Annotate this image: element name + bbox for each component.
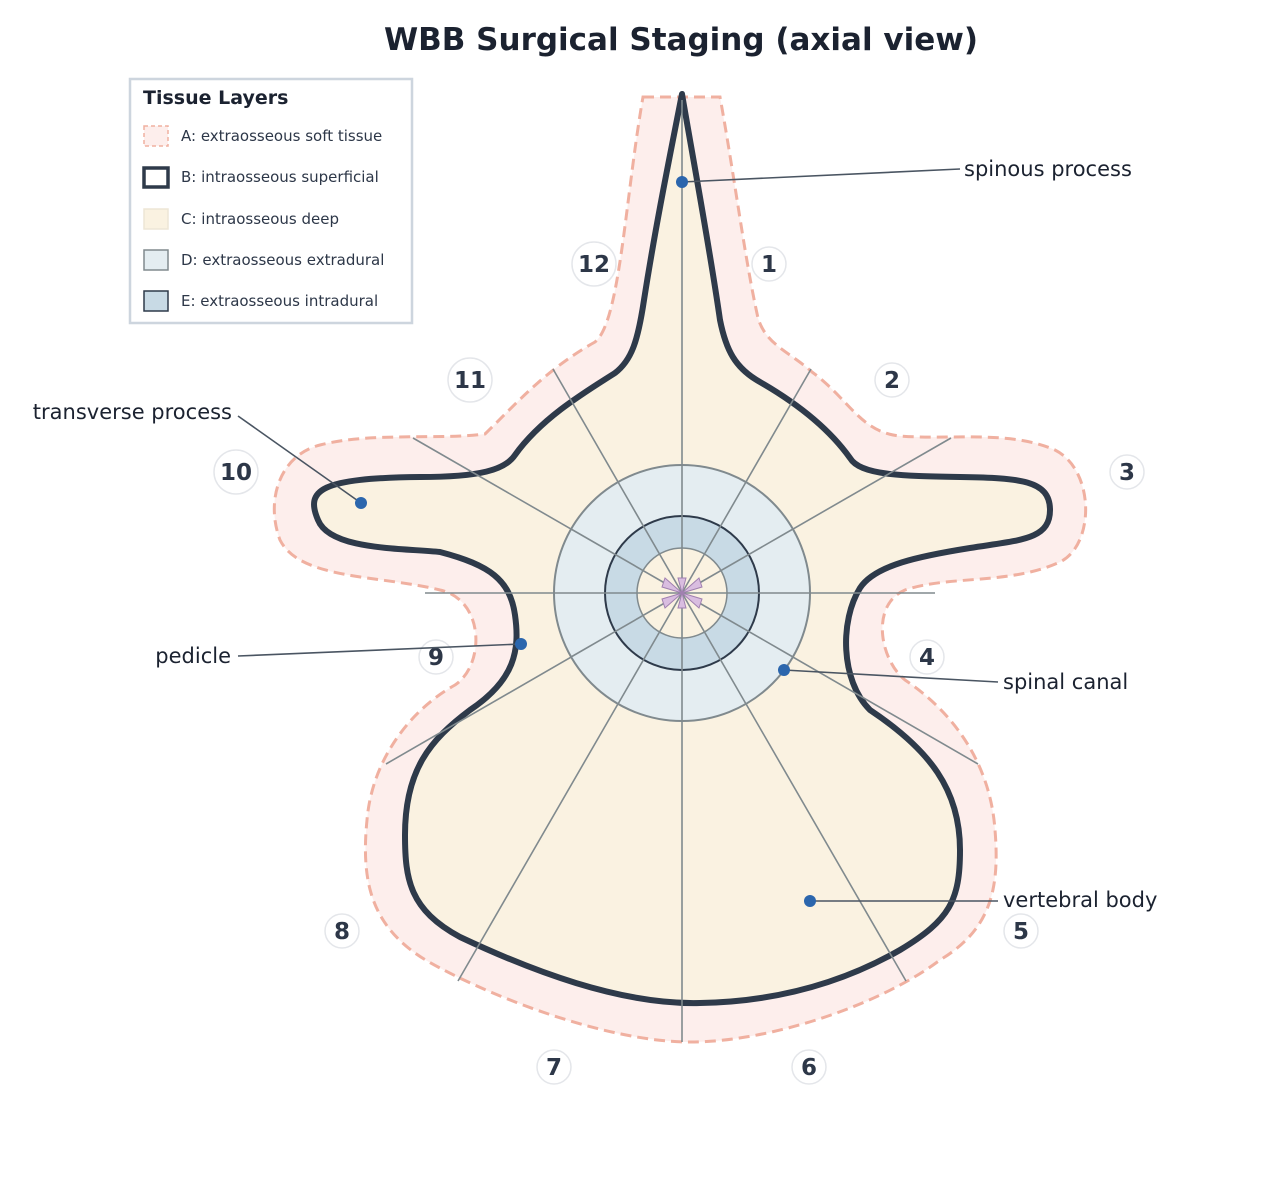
- svg-text:E: extraosseous intradural: E: extraosseous intradural: [181, 292, 378, 310]
- svg-text:8: 8: [334, 919, 350, 945]
- sector-label-10: 10: [213, 449, 259, 495]
- svg-text:9: 9: [428, 645, 444, 671]
- legend-swatch-a: [143, 125, 169, 147]
- legend-item-b: B: intraosseous superficial: [142, 166, 379, 189]
- svg-text:6: 6: [801, 1055, 817, 1081]
- svg-text:1: 1: [761, 252, 777, 278]
- center-star-icon: [661, 577, 703, 609]
- svg-text:7: 7: [546, 1055, 562, 1081]
- svg-text:2: 2: [884, 368, 900, 394]
- sector-label-7: 7: [536, 1049, 572, 1085]
- sector-label-12: 12: [571, 241, 617, 287]
- sector-label-11: 11: [447, 357, 493, 403]
- svg-text:vertebral body: vertebral body: [1003, 888, 1157, 912]
- inner-line-11: [617, 481, 683, 594]
- sector-label-3: 3: [1109, 454, 1145, 490]
- legend-item-e: E: extraosseous intradural: [143, 290, 378, 312]
- legend-box: [128, 77, 414, 325]
- legend-swatch-b: [142, 166, 170, 189]
- marker-dot-icon: [355, 497, 367, 509]
- inner-line-1: [681, 481, 747, 594]
- sector-label-1: 1: [751, 246, 787, 282]
- sector-label-8: 8: [324, 913, 360, 949]
- legend-swatch-c: [143, 208, 169, 230]
- callout-spinous-process: spinous process: [676, 157, 1132, 188]
- svg-text:11: 11: [454, 368, 486, 394]
- svg-text:pedicle: pedicle: [155, 644, 231, 668]
- svg-text:spinous process: spinous process: [964, 157, 1132, 181]
- sector-label-9: 9: [418, 639, 454, 675]
- marker-dot-icon: [778, 664, 790, 676]
- sector-labels: 1 2 3 4 5 6 7 8: [213, 241, 1145, 1085]
- svg-text:10: 10: [220, 460, 252, 486]
- legend-swatch-e: [143, 290, 169, 312]
- svg-text:A: extraosseous soft tissue: A: extraosseous soft tissue: [181, 127, 382, 145]
- svg-text:C: intraosseous deep: C: intraosseous deep: [181, 210, 339, 228]
- legend-swatch-d: [143, 249, 169, 271]
- svg-text:D: extraosseous extradural: D: extraosseous extradural: [181, 251, 384, 269]
- inner-line-5: [681, 592, 747, 705]
- callout-transverse-process: transverse process: [33, 400, 367, 509]
- diagram-title: WBB Surgical Staging (axial view): [384, 22, 978, 58]
- sector-label-2: 2: [874, 362, 910, 398]
- svg-text:B: intraosseous superficial: B: intraosseous superficial: [181, 168, 379, 186]
- sector-label-5: 5: [1003, 913, 1039, 949]
- marker-dot-icon: [676, 176, 688, 188]
- legend-item-a: A: extraosseous soft tissue: [143, 125, 382, 147]
- svg-text:spinal canal: spinal canal: [1003, 670, 1128, 694]
- legend-item-c: C: intraosseous deep: [143, 208, 339, 230]
- callout-pedicle: pedicle: [155, 638, 527, 668]
- svg-text:12: 12: [578, 252, 610, 278]
- sector-label-4: 4: [909, 639, 945, 675]
- marker-dot-icon: [804, 895, 816, 907]
- legend-item-d: D: extraosseous extradural: [143, 249, 384, 271]
- callouts: spinous process transverse process pedic…: [33, 157, 1158, 912]
- marker-dot-icon: [515, 638, 527, 650]
- svg-text:transverse process: transverse process: [33, 400, 232, 424]
- callout-spinal-canal: spinal canal: [778, 664, 1128, 694]
- svg-text:4: 4: [919, 645, 935, 671]
- svg-text:5: 5: [1013, 919, 1029, 945]
- legend-title: Tissue Layers: [143, 87, 288, 109]
- callout-vertebral-body: vertebral body: [804, 888, 1157, 912]
- legend: Tissue Layers A: extraosseous soft tissu…: [128, 77, 414, 325]
- inner-line-7: [617, 592, 683, 705]
- svg-text:3: 3: [1119, 460, 1135, 486]
- sector-label-6: 6: [791, 1049, 827, 1085]
